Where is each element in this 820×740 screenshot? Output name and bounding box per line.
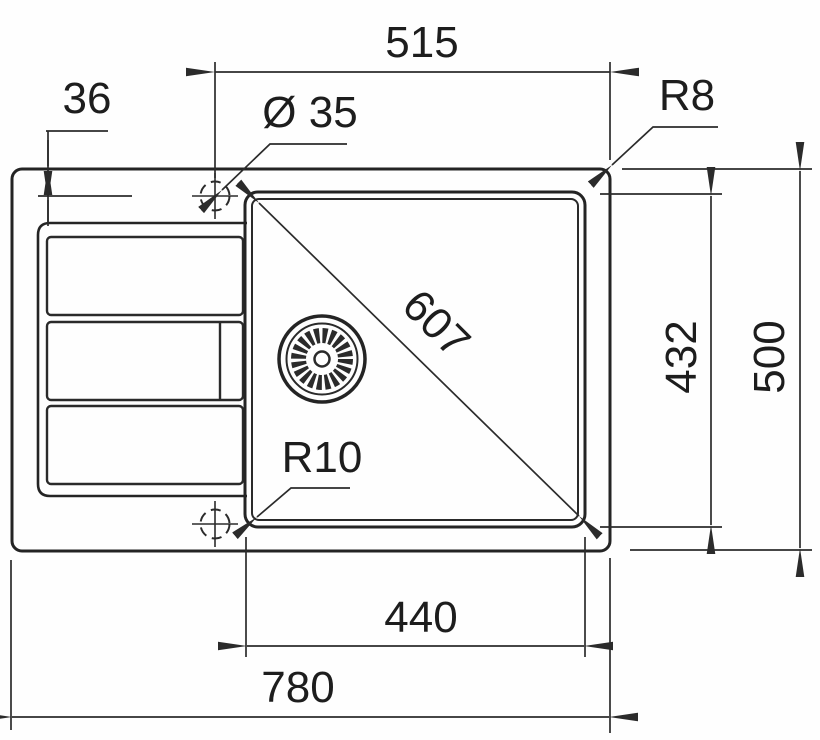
dim-bowl-depth: 432 — [600, 167, 722, 554]
dim-bowl-width-label: 440 — [384, 593, 457, 642]
bottom-hole-marker — [192, 501, 238, 547]
sink-corner-radius-label: R8 — [659, 71, 715, 120]
strainer-center-hole — [313, 350, 331, 368]
strainer-spoke-ring — [291, 328, 353, 390]
tap-hole-leader — [198, 143, 347, 214]
dim-tap-hole-offset: 36 — [38, 74, 132, 226]
label-tap-hole-diameter: Ø 35 — [198, 88, 358, 214]
sink-outer-outline — [10, 167, 612, 553]
bowl-corner-radius-label: R10 — [282, 433, 363, 482]
tap-hole-marker — [192, 173, 238, 219]
bowl-corner-radius-leader — [232, 487, 350, 540]
sink-corner-radius-leader — [587, 126, 718, 188]
tap-hole-diameter-label: Ø 35 — [262, 88, 357, 137]
sink-body-group — [10, 167, 612, 553]
drainer-rib-3 — [45, 404, 245, 486]
dim-top-width-label: 515 — [385, 18, 458, 67]
dim-overall-depth-label: 500 — [745, 320, 794, 393]
dim-overall-width: 780 — [0, 558, 638, 733]
label-bowl-corner-radius: R10 — [232, 433, 363, 540]
dim-tap-offset-label: 36 — [63, 74, 112, 123]
dim-bowl-diagonal-line — [235, 179, 603, 540]
label-sink-corner-radius: R8 — [587, 71, 718, 188]
dim-overall-width-label: 780 — [261, 663, 334, 712]
dim-bowl-diagonal-label: 607 — [393, 280, 480, 367]
dim-top-width: 515 — [186, 18, 639, 178]
drainer-rib-2 — [45, 320, 245, 402]
dim-overall-depth: 500 — [622, 142, 812, 577]
dim-bowl-depth-label: 432 — [657, 320, 706, 393]
drain-strainer — [277, 314, 367, 404]
drainer-panel-outline — [36, 221, 247, 498]
drainer-rib-1 — [45, 235, 245, 317]
dim-bowl-width: 440 — [218, 537, 613, 657]
